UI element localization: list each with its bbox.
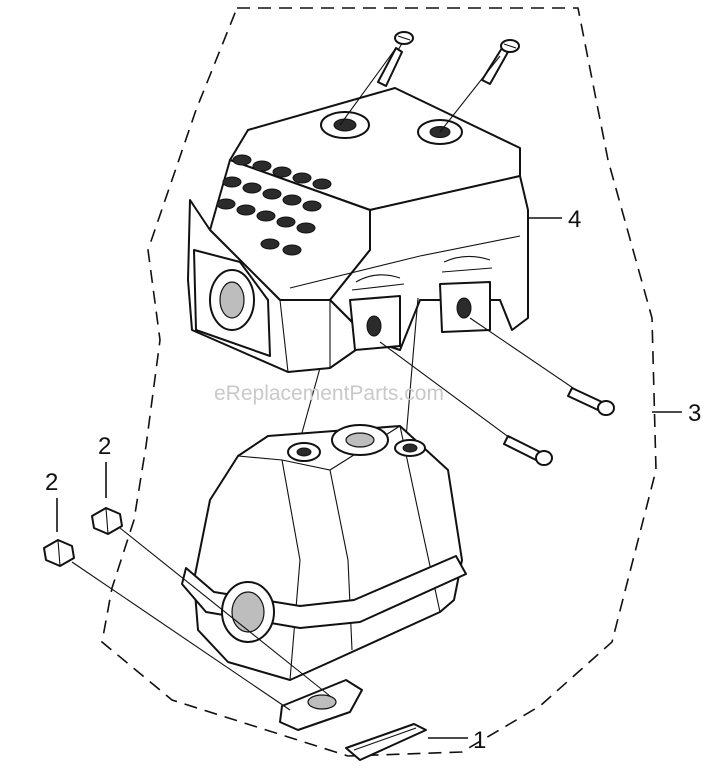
leader-screw-right-lower bbox=[379, 341, 511, 439]
callout-3: 3 bbox=[688, 400, 701, 427]
alignment-line-right bbox=[405, 297, 419, 439]
callout-2-left: 2 bbox=[45, 469, 58, 496]
nut-right bbox=[91, 507, 123, 535]
watermark-text: eReplacementParts.com bbox=[214, 382, 444, 405]
callout-4: 4 bbox=[568, 206, 581, 233]
alignment-line-left bbox=[299, 367, 321, 441]
vent-slots bbox=[216, 154, 332, 256]
heat-shield-cover bbox=[187, 87, 529, 373]
screw-top-left bbox=[377, 31, 414, 87]
leader-nut-right bbox=[119, 527, 331, 697]
leader-top-left-screw bbox=[339, 47, 397, 126]
muffler-body bbox=[181, 424, 467, 731]
exhaust-gasket bbox=[345, 723, 427, 761]
nut-left bbox=[43, 539, 75, 567]
callout-2-right: 2 bbox=[98, 433, 111, 460]
leader-nut-left bbox=[71, 561, 291, 711]
screw-right-lower bbox=[503, 435, 553, 466]
screw-right-upper bbox=[567, 387, 615, 416]
leader-screw-right-upper bbox=[469, 317, 577, 391]
callout-1: 1 bbox=[473, 727, 486, 754]
screw-top-right bbox=[481, 39, 520, 85]
assembly-boundary-dashed bbox=[101, 7, 657, 757]
leader-top-right-screw bbox=[439, 55, 501, 133]
